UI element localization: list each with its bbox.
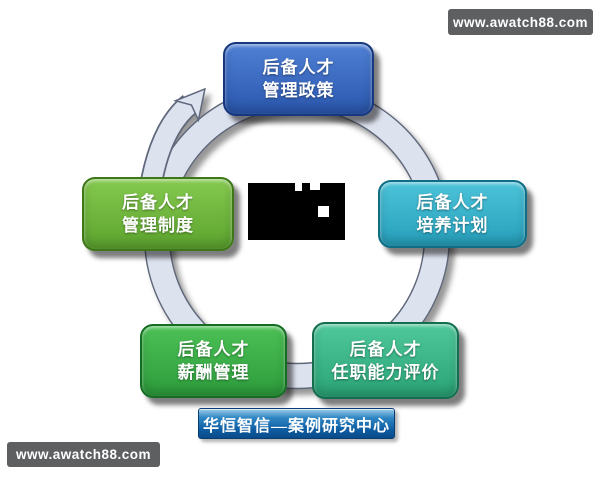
node-line2: 薪酬管理	[177, 363, 250, 382]
center-redaction-block	[248, 183, 345, 240]
node-talent-competency-evaluation: 后备人才 任职能力评价	[312, 322, 459, 399]
node-line1: 后备人才	[262, 58, 335, 77]
node-talent-management-policy: 后备人才 管理政策	[223, 42, 374, 116]
watermark-url: www.awatch88.com	[448, 9, 593, 35]
node-line1: 后备人才	[122, 193, 194, 212]
node-line2: 管理制度	[122, 216, 194, 235]
node-talent-training-plan: 后备人才 培养计划	[378, 180, 527, 248]
node-talent-compensation-management: 后备人才 薪酬管理	[140, 324, 287, 398]
node-line1: 后备人才	[416, 193, 489, 212]
node-line1: 后备人才	[177, 340, 250, 359]
redaction-gap	[310, 183, 320, 190]
redaction-gap	[318, 206, 329, 217]
watermark-url: www.awatch88.com	[7, 442, 160, 467]
node-line1: 后备人才	[349, 339, 422, 359]
redaction-gap	[295, 183, 302, 191]
footer-source-label: 华恒智信—案例研究中心	[198, 408, 395, 439]
node-talent-management-system: 后备人才 管理制度	[82, 177, 234, 251]
node-line2: 任职能力评价	[331, 362, 440, 382]
node-line2: 培养计划	[416, 216, 489, 235]
node-line2: 管理政策	[262, 81, 335, 100]
